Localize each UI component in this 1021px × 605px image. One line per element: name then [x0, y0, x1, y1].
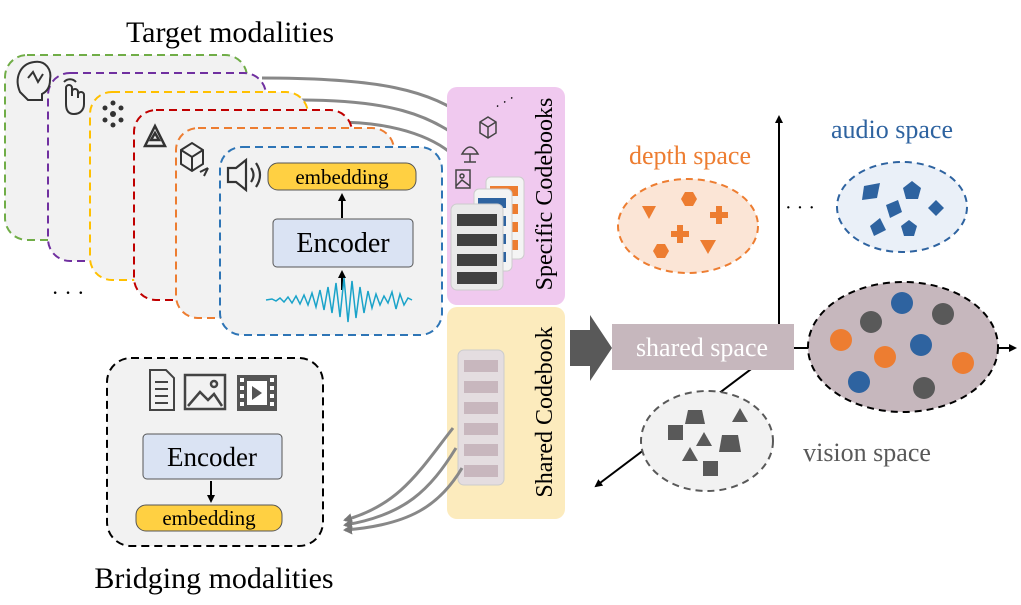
specific-codebooks-label: Specific Codebooks: [532, 98, 558, 291]
touch-hand-icon: [63, 78, 85, 116]
shared-cluster-points: [830, 292, 974, 399]
audio-cluster: [836, 161, 968, 253]
big-arrow: [570, 315, 612, 381]
image-icon: [183, 373, 227, 411]
depth-space-label: depth space: [629, 141, 751, 170]
picture-small-icon: [455, 169, 471, 189]
brain-icon: [16, 60, 52, 101]
target-embedding-label: embedding: [295, 165, 389, 189]
specific-codebook-stack: [450, 176, 525, 291]
target-ellipsis: · · ·: [52, 280, 85, 305]
document-icon: [149, 369, 175, 411]
bridging-embedding-box: [135, 504, 283, 532]
audio-waveform: [265, 277, 413, 323]
bridging-encoder-box: [142, 433, 283, 480]
bridging-embedding-label: embedding: [162, 506, 256, 530]
lamp-icon: [460, 146, 480, 163]
vision-space-label: vision space: [803, 438, 931, 467]
bridging-connector-lines: [343, 427, 464, 535]
spaces-ellipsis: · · ·: [785, 197, 815, 219]
small-cube-icon: [479, 116, 497, 139]
speaker-icon: [226, 157, 262, 193]
target-encoder-label: Encoder: [296, 228, 390, 259]
bridging-encoder-label: Encoder: [167, 442, 257, 472]
video-icon: [237, 375, 277, 411]
shared-space-box: [612, 324, 794, 370]
cube-3d-icon: [180, 141, 209, 177]
target-embedding-box: [267, 162, 417, 191]
molecule-icon: [102, 100, 124, 128]
vision-points: [668, 408, 748, 476]
target-modalities-title: Target modalities: [126, 16, 334, 49]
shared-codebook-stack: [457, 349, 505, 486]
audio-points: [862, 181, 944, 236]
triangle-icon: [142, 123, 168, 148]
bridging-modalities-title: Bridging modalities: [94, 562, 333, 595]
depth-cluster: [617, 178, 759, 274]
shared-codebook-label: Shared Codebook: [532, 326, 558, 497]
shared-space-label: shared space: [636, 333, 768, 362]
audio-space-label: audio space: [831, 115, 953, 144]
target-encoder-box: [272, 218, 414, 268]
depth-points: [642, 192, 728, 258]
